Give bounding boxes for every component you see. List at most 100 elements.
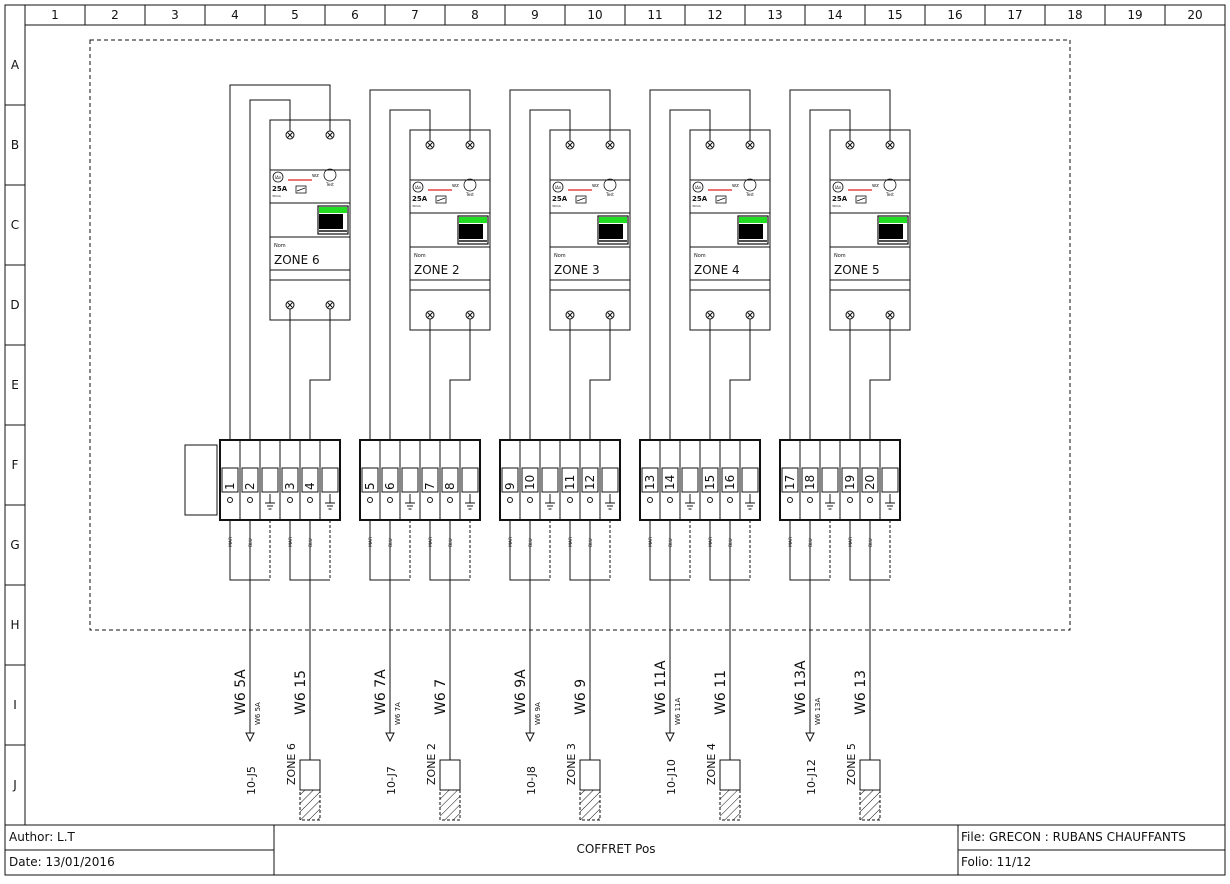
wire-color-label: MAR [708,537,714,547]
zone-label: ZONE 2 [414,263,460,277]
terminal-number: 11 [563,475,577,490]
top-screw-R-slot [607,142,613,148]
terminal-cell [299,439,321,521]
heating-load-hatch [299,789,321,821]
wire-color-label: MAR [288,537,294,547]
toggle-window [317,205,349,235]
terminal-block-outline [639,439,761,521]
terminal-marker-box [221,467,239,493]
terminal-cell [319,439,341,521]
diff-symbol-stroke [716,197,726,202]
terminal-marker-box [501,467,519,493]
terminal-number: 1 [223,482,237,490]
output-wire [309,309,331,440]
terminal-cell [439,439,461,521]
wire-color-label: BLU [248,538,254,547]
terminal-cell [379,439,401,521]
heating-load-box [299,759,321,791]
feed-wire [649,89,751,440]
terminal-screw [567,497,573,503]
device-mark: wz [452,183,459,189]
device-mark: wz [312,173,319,179]
terminal-number: 4 [303,482,317,490]
test-tag: Test [465,192,474,197]
terminal-marker-box [821,467,839,493]
folio-text: Folio: 11/12 [961,855,1032,869]
terminal-marker-box [581,467,599,493]
top-screw-R-slot [747,142,753,148]
terminal-marker-box [661,467,679,493]
cable-loop [649,520,690,581]
toggle-lever [459,224,483,239]
column-label: 17 [1007,8,1022,22]
test-tag: Test [605,192,614,197]
diff-symbol [575,195,587,204]
feed-wire [809,109,851,440]
idn-tag: IΔn [695,185,702,190]
zone-label: ZONE 4 [694,263,740,277]
cable-a-label: W6 7A [373,669,389,715]
column-label: 3 [171,8,179,22]
wire-color-label: MAR [368,537,374,547]
terminal-marker-box [721,467,739,493]
top-screw-L-slot [847,142,853,148]
terminal-number: 12 [583,475,597,490]
wire-color-label: BLU [728,538,734,547]
terminal-block-outline [779,439,901,521]
name-caption: Nom [274,243,286,249]
terminal-screw [847,497,853,503]
name-caption: Nom [694,253,706,259]
load-label: ZONE 5 [845,743,858,785]
column-label: 11 [647,8,662,22]
terminal-cell [819,439,841,521]
terminal-marker-box [841,467,859,493]
terminal-screw [307,497,313,503]
cross-reference: 10-J7 [385,766,398,795]
cable-b-label: W6 7 [433,679,449,715]
terminal-marker-box [801,467,819,493]
idn-tag: IΔn [275,175,282,180]
test-button [883,178,897,192]
bottom-screw-L-slot [287,302,293,308]
sub-rating-label: 30mA [412,204,422,208]
wire-color-label: BLU [528,538,534,547]
terminal-number: 17 [783,475,797,490]
heating-load-hatch [579,789,601,821]
cable-a-label: W6 9A [513,669,529,715]
feed-wire [369,89,471,440]
heating-load-box [859,759,881,791]
drawing-title: COFFRET Pos [576,842,656,856]
terminal-marker-box [641,467,659,493]
wire-color-label: MAR [788,537,794,547]
terminal-marker-box [781,467,799,493]
terminal-number: 9 [503,482,517,490]
heating-load-hatch [859,789,881,821]
column-label: 20 [1187,8,1202,22]
column-label: 7 [411,8,419,22]
bottom-screw-R-slot [747,312,753,318]
idn-tag: IΔn [835,185,842,190]
heating-load-hatch [439,789,461,821]
terminal-number: 14 [663,475,677,490]
diff-symbol-stroke [576,197,586,202]
terminal-marker-box [741,467,759,493]
load-label: ZONE 4 [705,743,718,785]
feed-wire [249,99,291,440]
column-label: 16 [947,8,962,22]
column-label: 10 [587,8,602,22]
terminal-number: 19 [843,475,857,490]
sheet-border [4,4,1226,876]
row-label: J [12,778,17,792]
breaker-body [689,129,771,331]
zone-label: ZONE 6 [274,253,320,267]
load-label: ZONE 2 [425,743,438,785]
column-label: 2 [111,8,119,22]
test-button [463,178,477,192]
terminal-marker-box [541,467,559,493]
column-label: 18 [1067,8,1082,22]
cable-b-label: W6 11 [713,670,729,715]
cable-loop [229,520,270,581]
